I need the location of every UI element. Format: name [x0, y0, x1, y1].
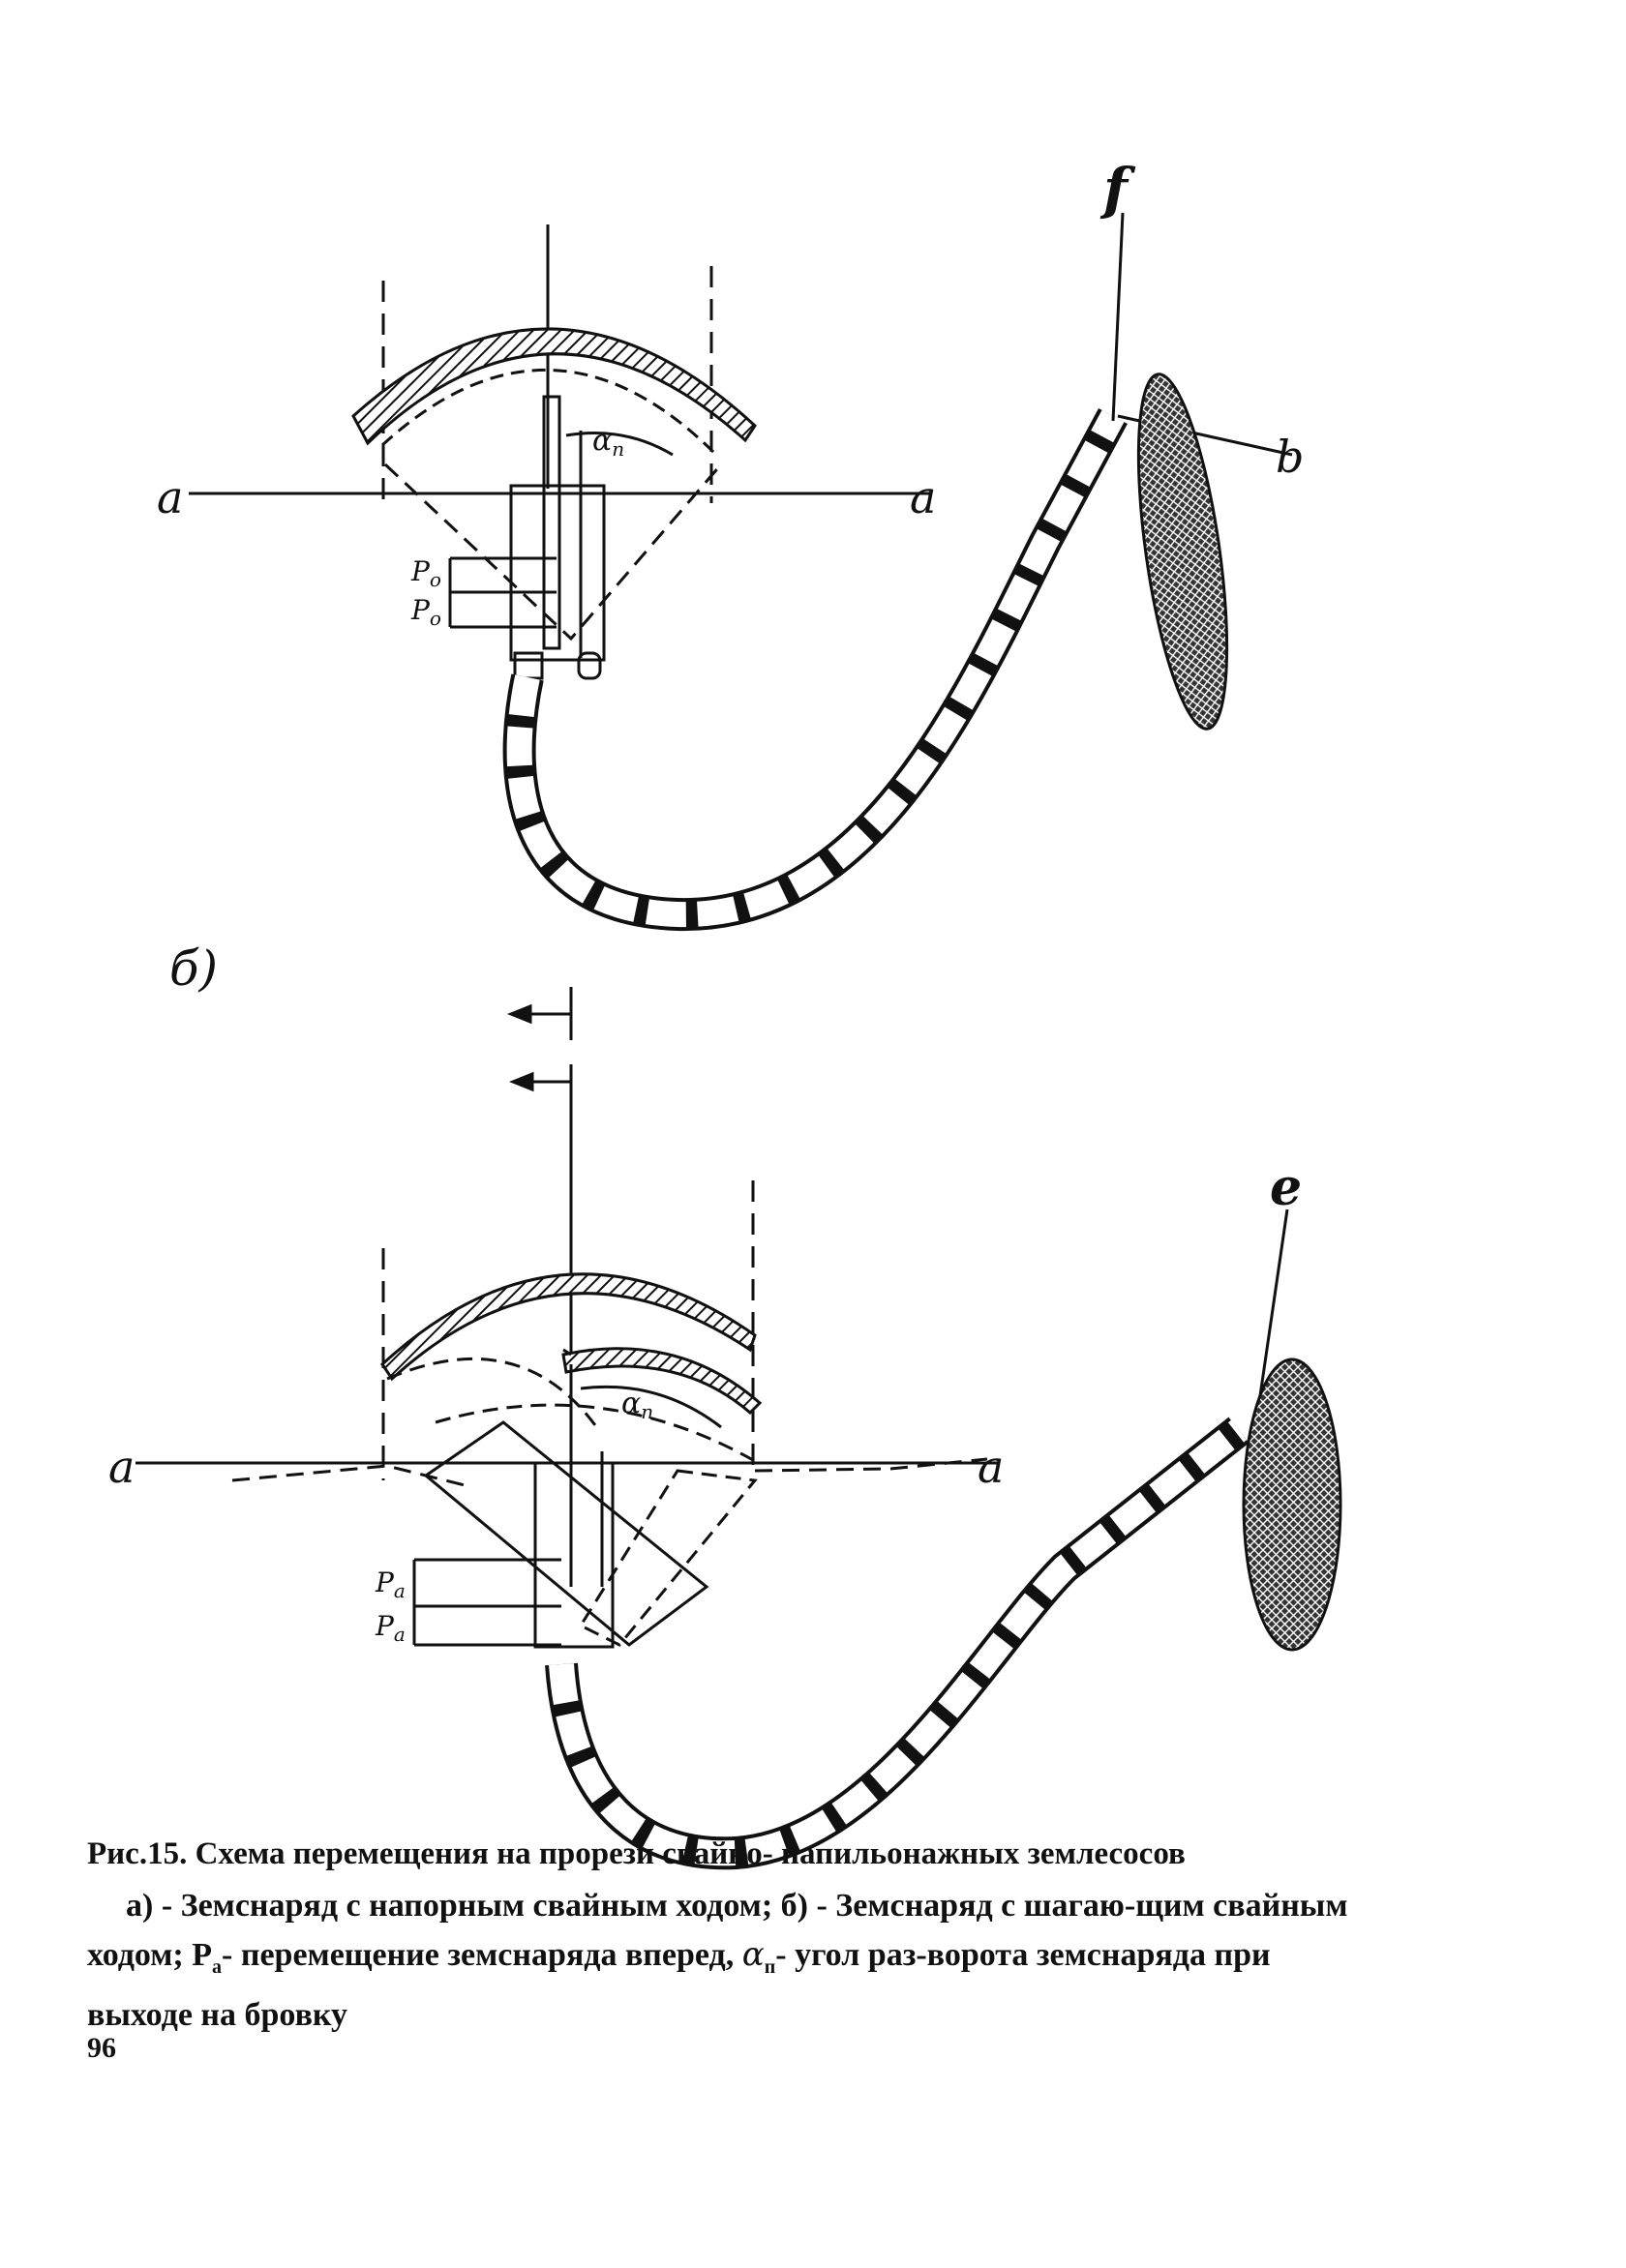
cutter-arc-inner-a: [380, 368, 718, 457]
shore-b: [1242, 1358, 1342, 1652]
label-right-axis-b: a: [978, 1441, 1004, 1493]
pontoon-rotated-b: [423, 1420, 709, 1647]
panel-label-b: б): [169, 940, 218, 997]
caption-mid: - перемещение земснаряда вперед,: [222, 1937, 742, 1973]
caption-p-sub: а: [212, 1955, 223, 1978]
diagram-b: [136, 987, 1342, 1870]
cutter-arc-mid-b: [561, 1347, 763, 1416]
label-angle-a: αп: [592, 424, 624, 461]
caption-tail: - угол раз-ворота земснаряда при выходе …: [87, 1937, 1271, 2033]
diagram-a: [189, 212, 1293, 932]
label-angle-b: αп: [621, 1387, 653, 1423]
caption-title: Рис.15. Схема перемещения на прорези сва…: [87, 1836, 1186, 1871]
caption-alpha: α: [741, 1935, 765, 1974]
label-anchor-axis-a: b: [1276, 431, 1304, 483]
diagram-a-labels: a a b f αп Po Po: [157, 156, 1304, 630]
caption-line-a: а) - Земснаряд с напорным свайным ходом;…: [87, 1888, 1348, 1973]
label-step2-a: Po: [410, 594, 441, 630]
pipeline-a: [502, 407, 1128, 932]
anchor-pole-a: [1111, 212, 1125, 422]
caption-alpha-sub: п: [764, 1955, 776, 1978]
label-step2-b: Pa: [375, 1610, 406, 1646]
label-anchor-top-b: e: [1270, 1158, 1302, 1217]
caption-body: а) - Земснаряд с напорным свайным ходом;…: [87, 1882, 1374, 2040]
label-step1-b: Pa: [375, 1567, 406, 1602]
anchor-pole-b: [1254, 1209, 1289, 1423]
pontoon-b: [533, 1461, 615, 1649]
sector-a: [383, 463, 723, 642]
pontoon-a: [509, 484, 606, 662]
cutter-arc-outer-a: [351, 327, 757, 446]
label-right-axis-a: a: [910, 471, 936, 523]
page-number: 96: [87, 2032, 116, 2064]
cutter-arc-outer-b: [380, 1272, 757, 1382]
diagram-b-labels: a a e αп Pa Pa: [108, 1158, 1302, 1646]
shore-a: [1136, 373, 1229, 731]
label-pile-top-a: f: [1099, 156, 1136, 222]
label-left-axis-b: a: [108, 1441, 135, 1493]
label-left-axis-a: a: [157, 471, 183, 523]
label-step1-a: Po: [410, 555, 441, 591]
pile-a: [542, 395, 561, 650]
